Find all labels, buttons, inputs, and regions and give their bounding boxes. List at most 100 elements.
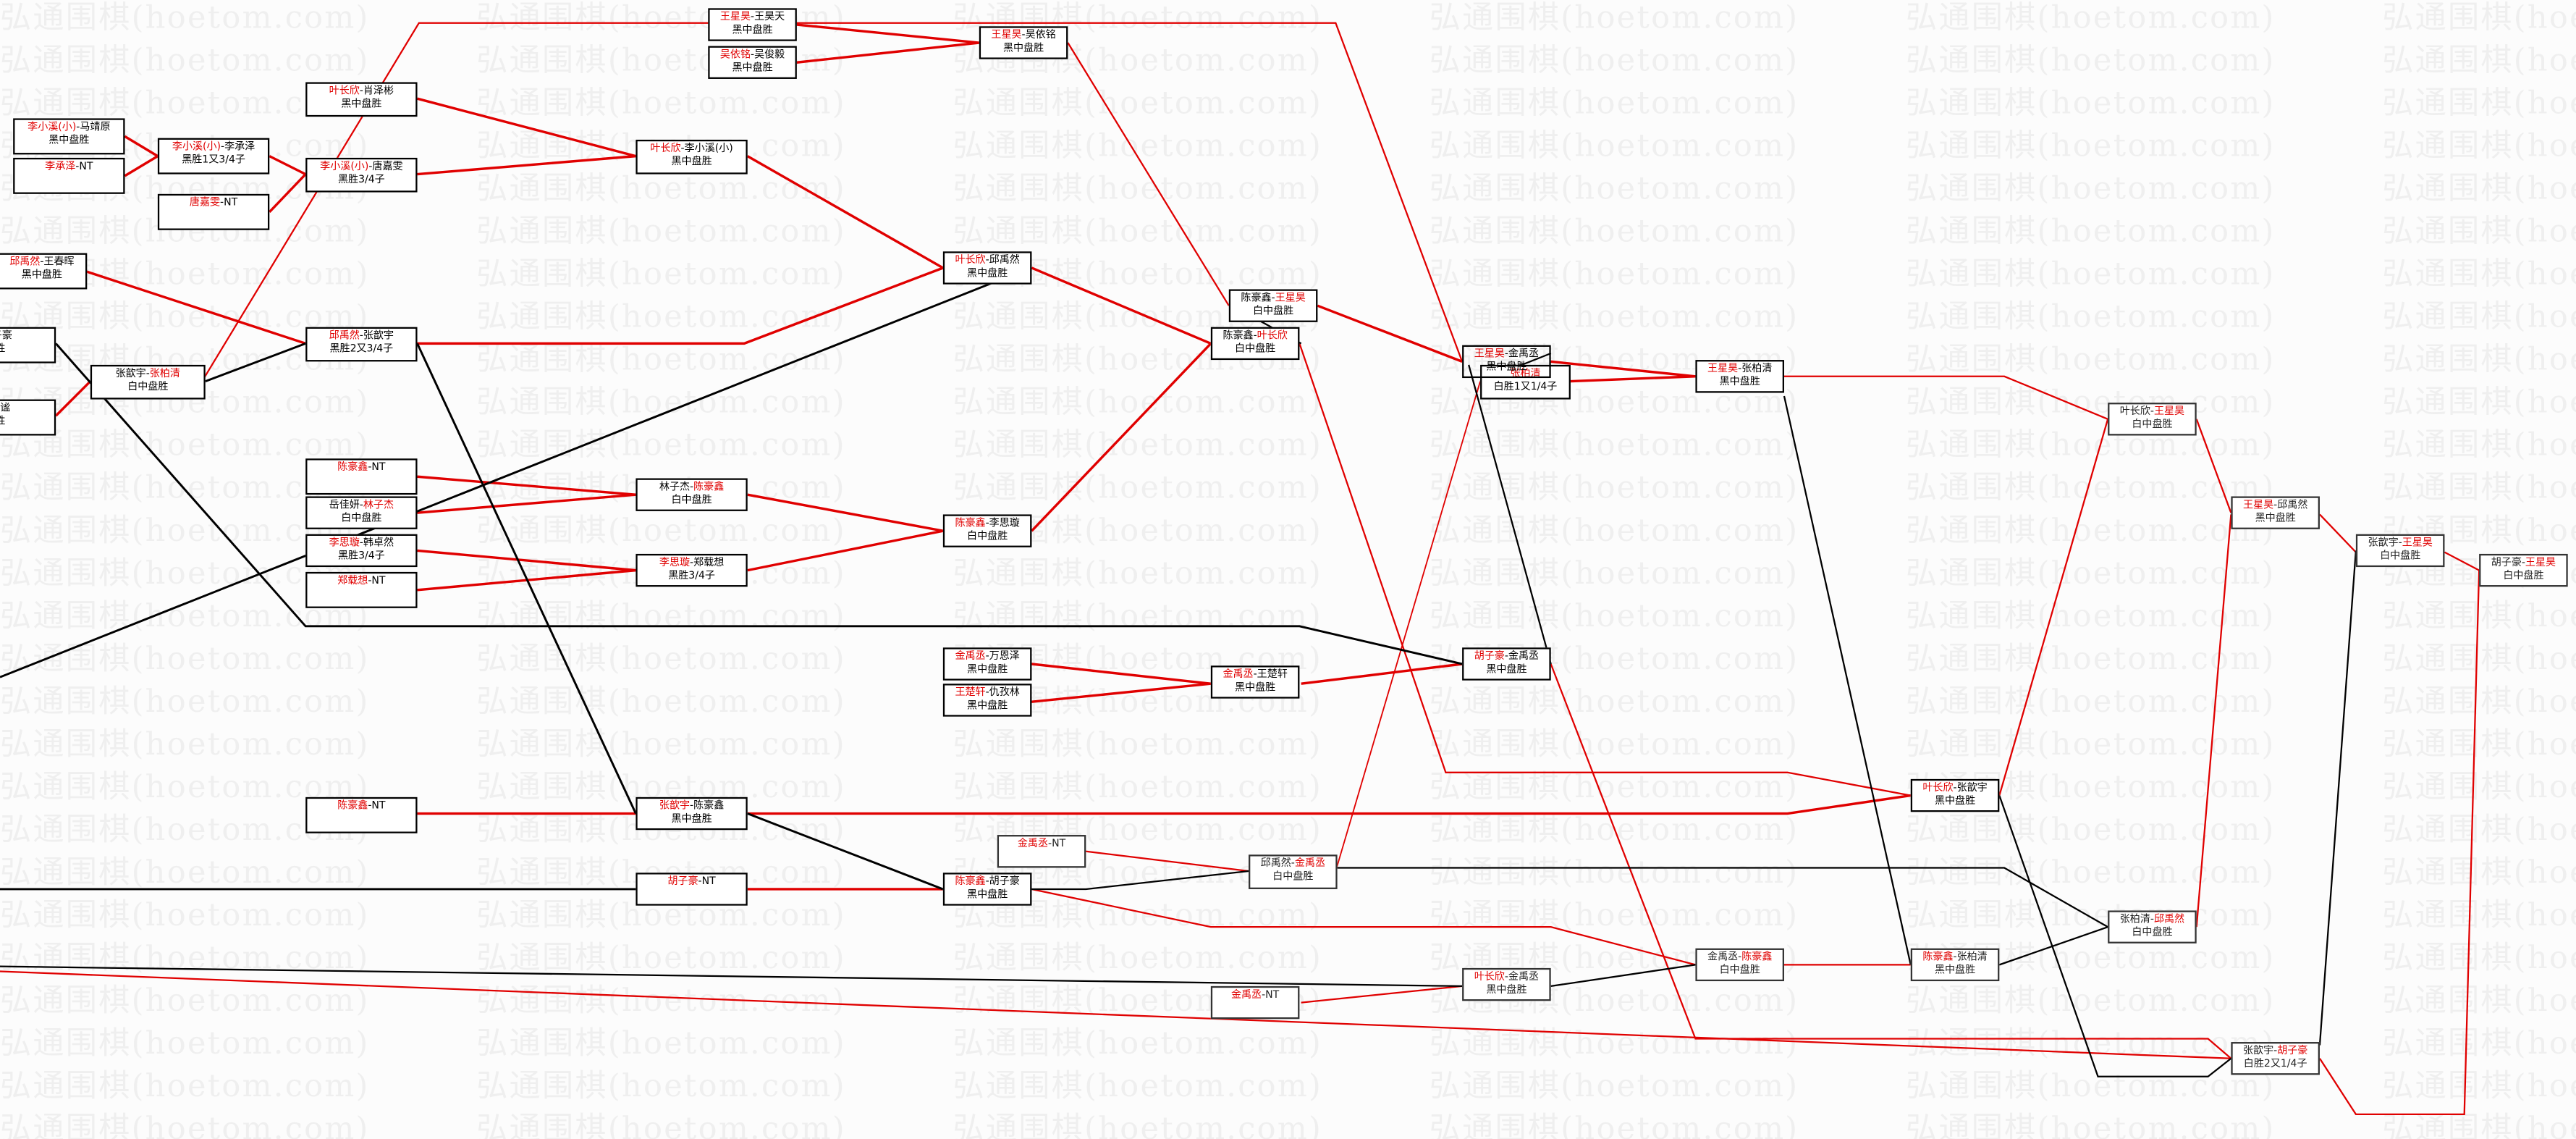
match-box[interactable]: 陈豪鑫-张柏清黑中盘胜: [1910, 948, 2000, 982]
player-white: 邱禹然: [2277, 500, 2308, 511]
match-players: 林子杰-陈豪鑫: [638, 482, 746, 495]
match-box[interactable]: 邱禹然-张歆宇黑胜2又3/4子: [305, 327, 418, 362]
match-box[interactable]: 王星昊-张柏清黑中盘胜: [1695, 360, 1785, 393]
separator: -: [359, 500, 363, 511]
match-result: 黑中盘胜: [1235, 682, 1276, 694]
match-players: 陈豪鑫-叶长欣: [1212, 330, 1298, 344]
player-white: NT: [371, 461, 386, 474]
winner-connector-line: [0, 970, 2231, 1059]
match-box[interactable]: 岳佳妍-林子杰白中盘胜: [305, 496, 418, 529]
loser-connector-line: [0, 266, 1031, 678]
match-box[interactable]: 李小溪(小)-唐嘉雯黑胜3/4子: [305, 157, 418, 193]
winner-connector-line: [417, 154, 636, 176]
match-box[interactable]: 叶长欣-肖泽彬黑中盘胜: [305, 82, 418, 117]
match-box[interactable]: 叶长欣-王星昊白中盘胜: [2108, 403, 2197, 436]
winner-connector-line: [417, 475, 636, 496]
separator: -: [1953, 951, 1957, 964]
match-box[interactable]: 张歆宇-张柏清白中盘胜: [90, 364, 206, 400]
match-box[interactable]: 张柏清白胜1又1/4子: [1480, 364, 1571, 400]
separator: -: [220, 197, 224, 209]
winner-connector-line: [1570, 375, 1696, 383]
match-box[interactable]: -胡子豪盘胜: [0, 327, 56, 363]
match-box[interactable]: 王楚轩-仇孜林黑中盘胜: [942, 684, 1032, 717]
match-box[interactable]: 陈豪鑫-李思璇白中盘胜: [942, 514, 1032, 547]
loser-connector-line: [1783, 395, 1912, 965]
winner-connector-line: [1031, 342, 1212, 532]
match-box[interactable]: 陈豪鑫-王星昊白中盘胜: [1228, 289, 1318, 322]
player-black: 张歆宇: [2368, 537, 2399, 550]
match-box[interactable]: 叶长欣-邱禹然黑中盘胜: [942, 251, 1032, 285]
match-box[interactable]: 吴依铭-吴俊毅黑中盘胜: [708, 46, 797, 79]
player-black: 王星昊: [1474, 348, 1505, 361]
winner-connector-line: [747, 529, 944, 572]
match-box[interactable]: 金禹丞-NT: [997, 835, 1086, 868]
match-box[interactable]: 张歆宇-陈豪鑫黑中盘胜: [635, 797, 748, 831]
match-players: 胡子豪-王星昊: [2480, 557, 2566, 571]
match-box[interactable]: 唐嘉雯-NT: [157, 193, 270, 230]
player-white: 邱禹然: [989, 254, 1020, 266]
match-box[interactable]: 陈豪鑫-胡子豪黑中盘胜: [942, 873, 1032, 906]
winner-connector-line: [2319, 570, 2480, 1116]
match-box[interactable]: 陈豪鑫-NT: [305, 458, 418, 495]
match-result: 盘胜: [0, 344, 54, 358]
match-box[interactable]: 金禹丞-NT: [1210, 985, 1300, 1020]
match-result: 白胜2又1/4子: [2243, 1059, 2307, 1071]
match-box[interactable]: 张歆宇-王星昊白中盘胜: [2355, 534, 2445, 568]
match-players: 叶长欣-张歆宇: [1912, 782, 1998, 796]
match-box[interactable]: 金禹丞-王楚轩黑中盘胜: [1210, 665, 1300, 699]
match-box[interactable]: 金禹丞-万恩泽黑中盘胜: [942, 647, 1032, 681]
match-box[interactable]: 邱禹然-王春晖黑中盘胜: [0, 253, 88, 290]
match-box[interactable]: 邱禹然-金禹丞白中盘胜: [1249, 854, 1338, 889]
match-box[interactable]: 胡子豪-金禹丞黑中盘胜: [1462, 647, 1551, 681]
match-result: 黑中盘胜: [48, 135, 90, 147]
match-box[interactable]: 郑载想-NT: [305, 571, 418, 608]
player-black: 邱禹然: [1260, 857, 1291, 870]
match-box[interactable]: 张歆宇-胡子豪白胜2又1/4子: [2231, 1042, 2320, 1075]
match-players: 李小溪(小)-马靖原: [14, 122, 123, 135]
loser-connector-line: [1998, 795, 2232, 1077]
match-box[interactable]: 胡子豪-NT: [635, 873, 748, 906]
separator: -: [1504, 650, 1508, 663]
separator: -: [221, 141, 225, 154]
loser-connector-line: [416, 342, 637, 815]
match-box[interactable]: 王星昊-邱禹然黑中盘胜: [2231, 496, 2320, 529]
match-players: 张歆宇-陈豪鑫: [638, 800, 746, 814]
player-black: 吴依铭: [719, 49, 751, 61]
match-box[interactable]: 李昊谧盘胜: [0, 399, 56, 436]
match-box[interactable]: 王星昊-王昊天黑中盘胜: [708, 8, 797, 41]
match-result: 黑中盘胜: [341, 99, 382, 111]
separator: -: [359, 537, 363, 550]
player-white: 金禹丞: [1508, 348, 1540, 361]
match-players: 王星昊-吴依铭: [981, 30, 1066, 43]
match-box[interactable]: 叶长欣-张歆宇黑中盘胜: [1910, 778, 2000, 812]
match-box[interactable]: 叶长欣-李小溪(小)黑中盘胜: [635, 139, 748, 175]
player-black: 叶长欣: [1922, 782, 1954, 794]
match-box[interactable]: 李承泽-NT: [13, 157, 125, 194]
loser-connector-line: [1550, 964, 1696, 988]
match-box[interactable]: 陈豪鑫-NT: [305, 797, 418, 833]
player-white: 林子杰: [363, 500, 394, 511]
match-box[interactable]: 李思璇-韩卓然黑胜3/4子: [305, 534, 418, 568]
match-players: 岳佳妍-林子杰: [307, 500, 415, 513]
match-box[interactable]: 李思璇-郑载想黑胜3/4子: [635, 553, 748, 587]
match-players: 王星昊-金禹丞: [1464, 348, 1549, 362]
match-box[interactable]: 李小溪(小)-李承泽黑胜1又3/4子: [157, 138, 270, 175]
loser-connector-line: [1337, 867, 2108, 928]
match-players: 李小溪(小)-李承泽: [159, 141, 268, 155]
match-box[interactable]: 胡子豪-王星昊白中盘胜: [2479, 553, 2568, 587]
match-result: 白中盘胜: [2132, 928, 2173, 939]
match-result: 黑胜3/4子: [337, 175, 385, 187]
match-players: 金禹丞-万恩泽: [945, 651, 1030, 665]
match-players: 叶长欣-李小溪(小): [638, 143, 746, 156]
match-box[interactable]: 王星昊-金禹丞黑中盘胜: [1462, 345, 1551, 379]
match-box[interactable]: 金禹丞-陈豪鑫白中盘胜: [1695, 948, 1785, 982]
match-box[interactable]: 陈豪鑫-叶长欣白中盘胜: [1210, 327, 1300, 361]
match-box[interactable]: 李小溪(小)-马靖原黑中盘胜: [13, 118, 125, 155]
loser-connector-line: [205, 342, 306, 382]
match-box[interactable]: 张柏清-邱禹然白中盘胜: [2108, 910, 2197, 943]
match-box[interactable]: 叶长欣-金禹丞黑中盘胜: [1462, 967, 1551, 1001]
match-box[interactable]: 林子杰-陈豪鑫白中盘胜: [635, 478, 748, 511]
match-box[interactable]: 王星昊-吴依铭黑中盘胜: [979, 26, 1068, 59]
player-white: 金禹丞: [1508, 971, 1540, 983]
